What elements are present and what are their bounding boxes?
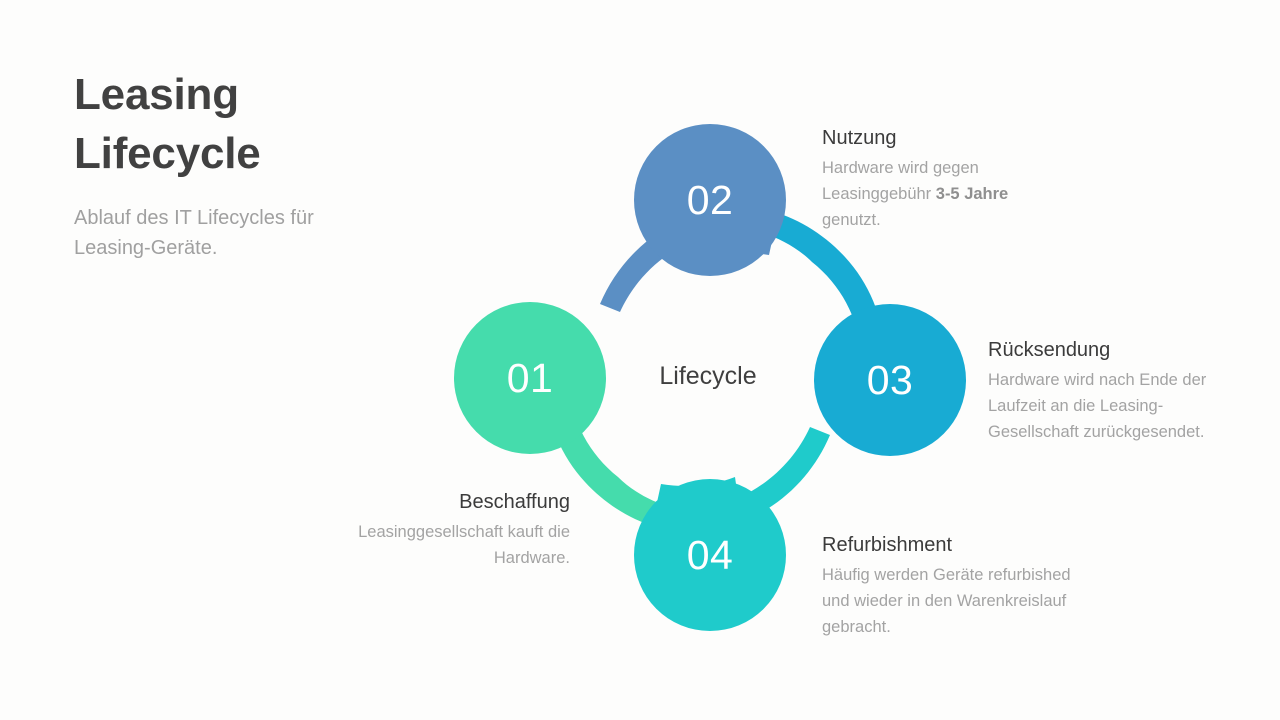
- node-number-04: 04: [687, 532, 734, 578]
- lifecycle-diagram-svg: 01 02 03 04 Lifecycle: [454, 124, 966, 631]
- callout-beschaffung: Beschaffung Leasinggesellschaft kauft di…: [330, 488, 570, 571]
- callout-refurbishment-body: Häufig werden Geräte refurbished und wie…: [822, 566, 1071, 637]
- callout-ruecksendung-title: Rücksendung: [988, 339, 1111, 361]
- node-number-01: 01: [507, 355, 554, 401]
- callout-nutzung: Nutzung Hardware wird gegen Leasinggebüh…: [822, 124, 1052, 233]
- node-circle-04[interactable]: [634, 479, 786, 631]
- callout-beschaffung-body: Leasinggesellschaft kauft die Hardware.: [358, 523, 570, 568]
- callout-beschaffung-title: Beschaffung: [459, 491, 570, 513]
- page-title-line-1: Leasing: [74, 70, 239, 119]
- node-number-02: 02: [687, 177, 734, 223]
- page-subtitle: Ablauf des IT Lifecycles für Leasing-Ger…: [74, 207, 314, 260]
- callout-refurbishment: Refurbishment Häufig werden Geräte refur…: [822, 531, 1084, 640]
- callout-ruecksendung: Rücksendung Hardware wird nach Ende der …: [988, 336, 1240, 445]
- callout-nutzung-body-part1: Hardware wird gegen Leasinggebühr: [822, 159, 979, 204]
- callout-ruecksendung-body: Hardware wird nach Ende der Laufzeit an …: [988, 371, 1207, 442]
- node-circle-03[interactable]: [814, 304, 966, 456]
- heading-block: Leasing Lifecycle Ablauf des IT Lifecycl…: [74, 66, 454, 264]
- callout-nutzung-title: Nutzung: [822, 127, 897, 149]
- callout-nutzung-body-part2: genutzt.: [822, 211, 881, 230]
- node-circle-01[interactable]: [454, 302, 606, 454]
- node-circle-02[interactable]: [634, 124, 786, 276]
- callout-nutzung-body-bold: 3-5 Jahre: [935, 185, 1009, 204]
- page-title-line-2: Lifecycle: [74, 128, 261, 178]
- callout-nutzung-body: Hardware wird gegen Leasinggebühr 3-5 Ja…: [822, 155, 1052, 233]
- lifecycle-diagram: 01 02 03 04 Lifecycle: [420, 100, 1020, 660]
- callout-refurbishment-title: Refurbishment: [822, 534, 953, 556]
- diagram-center-label: Lifecycle: [659, 362, 756, 390]
- node-number-03: 03: [867, 357, 914, 403]
